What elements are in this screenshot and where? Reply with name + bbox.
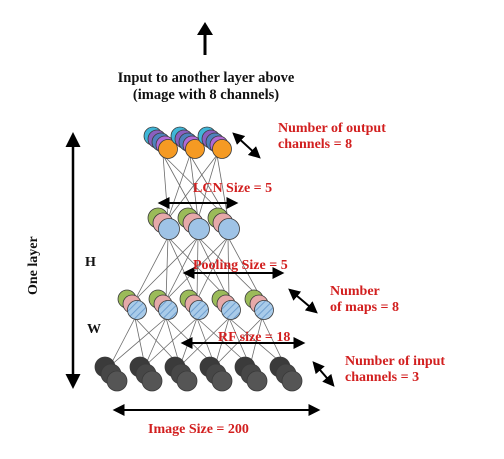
connection-line — [109, 317, 167, 367]
input-node — [141, 370, 163, 392]
lcn-size-label: LCN Size = 5 — [193, 181, 273, 196]
connection-line — [165, 236, 199, 301]
connection-line — [167, 236, 198, 301]
input-node — [106, 370, 128, 392]
maps-arrow — [288, 288, 318, 314]
pooling-nodes — [147, 207, 240, 240]
map-node-blue — [189, 300, 209, 320]
input-channels-label: Number of input channels = 3 — [345, 354, 445, 386]
output-channels-arrow — [232, 132, 261, 159]
output-node-orange — [185, 139, 205, 159]
output-channels-line2: channels = 8 — [278, 137, 353, 153]
pool-node-blue — [218, 218, 240, 240]
image-size-label: Image Size = 200 — [148, 422, 249, 437]
map-node-blue — [127, 300, 147, 320]
connection-line — [134, 236, 169, 301]
axis-w-label: W — [87, 322, 101, 337]
map-node-blue — [254, 300, 274, 320]
input-channels-arrow — [312, 361, 335, 387]
input-node — [176, 370, 198, 392]
output-channels-line1: Number of output — [278, 121, 386, 136]
map-node-blue — [158, 300, 178, 320]
input-channels-line1: Number of input — [345, 354, 446, 369]
map-node-blue — [221, 300, 241, 320]
output-channels-label: Number of output channels = 8 — [278, 121, 386, 153]
connection-line — [165, 236, 169, 301]
input-node — [246, 370, 268, 392]
pool-node-blue — [188, 218, 210, 240]
input-node — [211, 370, 233, 392]
pool-node-blue — [158, 218, 180, 240]
up-arrow-icon — [197, 22, 213, 55]
rf-size-label: RF size = 18 — [218, 330, 291, 345]
input-node — [281, 370, 303, 392]
output-channel-nodes — [143, 126, 232, 159]
diagonal-arrows — [232, 132, 335, 387]
num-maps-line1: Number — [330, 284, 380, 299]
connection-line — [144, 317, 198, 367]
top-caption: Input to another layer above (image with… — [86, 70, 326, 103]
input-channel-nodes — [94, 356, 303, 392]
num-maps-label: Number of maps = 8 — [330, 284, 399, 316]
feature-map-nodes — [117, 289, 274, 320]
output-node-orange — [158, 139, 178, 159]
pooling-size-label: Pooling Size = 5 — [193, 258, 288, 273]
input-channels-line2: channels = 3 — [345, 370, 420, 386]
num-maps-line2: of maps = 8 — [330, 300, 400, 316]
axis-h-label: H — [85, 255, 96, 270]
one-layer-label: One layer — [26, 236, 41, 295]
size-arrows — [112, 197, 321, 416]
connection-line — [109, 317, 136, 367]
connection-line — [134, 236, 199, 301]
top-caption-line1: Input to another layer above — [117, 70, 295, 86]
connection-line — [144, 317, 167, 367]
top-caption-line2: (image with 8 channels) — [132, 86, 280, 103]
output-node-orange — [212, 139, 232, 159]
